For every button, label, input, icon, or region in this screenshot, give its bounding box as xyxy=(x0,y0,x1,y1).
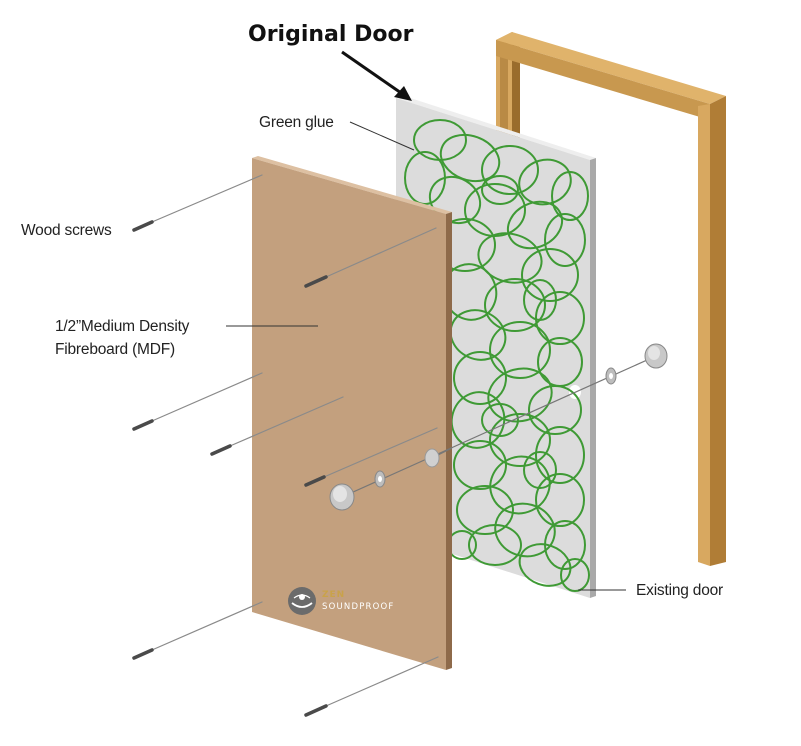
label-green-glue: Green glue xyxy=(259,114,334,131)
mdf-board xyxy=(252,156,452,670)
screw xyxy=(304,656,439,717)
diagram-title: Original Door xyxy=(248,22,414,47)
logo-text-soundproof: SOUNDPROOF xyxy=(322,602,395,612)
zen-soundproof-logo: ZEN SOUNDPROOF xyxy=(288,587,395,615)
screw xyxy=(132,601,263,660)
screw xyxy=(132,174,263,232)
wood-screws xyxy=(132,174,439,717)
screw xyxy=(132,372,263,431)
leader-green-glue xyxy=(349,121,415,151)
screw xyxy=(304,427,438,487)
logo-text-zen: ZEN xyxy=(322,590,345,600)
doorknob-assembly xyxy=(329,343,668,511)
green-glue-pattern xyxy=(404,119,590,592)
label-wood-screws: Wood screws xyxy=(21,222,112,239)
label-mdf-line2: Fibreboard (MDF) xyxy=(55,341,175,358)
title-arrow xyxy=(341,50,412,101)
label-existing-door: Existing door xyxy=(636,582,723,599)
front-rose xyxy=(424,448,440,468)
screw xyxy=(210,396,344,456)
label-mdf-line1: 1/2”Medium Density xyxy=(55,318,190,335)
logo-icon xyxy=(288,587,316,615)
screw xyxy=(304,227,437,288)
